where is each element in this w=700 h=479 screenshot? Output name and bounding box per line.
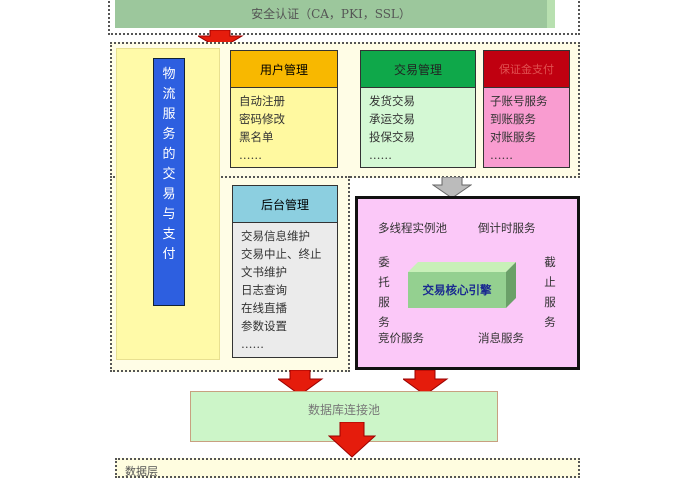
list-item: 对账服务 xyxy=(490,130,536,144)
list-item: 在线直播 xyxy=(241,301,287,315)
down-arrow-icon xyxy=(278,370,324,396)
core-engine-label: 交易核心引擎 xyxy=(422,283,492,297)
user-management-title: 用户管理 xyxy=(231,51,337,88)
backend-management-box: 后台管理 交易信息维护交易中止、终止文书维护日志查询在线直播参数设置 …… xyxy=(232,185,338,358)
list-item: …… xyxy=(241,337,264,351)
list-item: 到账服务 xyxy=(490,112,536,126)
list-item: …… xyxy=(369,148,392,162)
list-item: 交易中止、终止 xyxy=(241,247,322,261)
list-item: 参数设置 xyxy=(241,319,287,333)
trade-management-box: 交易管理 发货交易承运交易投保交易 …… xyxy=(360,50,476,168)
list-item: 交易信息维护 xyxy=(241,229,310,243)
logistics-label: 物流服务的交易与支付 xyxy=(162,67,176,262)
backend-management-title: 后台管理 xyxy=(233,186,337,223)
logistics-bar: 物流服务的交易与支付 xyxy=(153,58,185,306)
user-management-box: 用户管理 自动注册密码修改黑名单 …… xyxy=(230,50,338,168)
list-item: 自动注册 xyxy=(239,94,285,108)
bidding-service-label: 竞价服务 xyxy=(378,331,424,345)
db-pool-label: 数据库连接池 xyxy=(307,403,380,417)
entrust-service-label: 委托服务 xyxy=(378,255,390,329)
down-arrow-icon xyxy=(403,370,449,396)
security-container xyxy=(108,0,580,35)
security-label: 安全认证（CA，PKI，SSL） xyxy=(251,6,411,21)
countdown-service-label: 倒计时服务 xyxy=(478,221,536,235)
deadline-service-label: 截止服务 xyxy=(544,255,556,329)
data-layer-container: 数据层 xyxy=(115,458,580,478)
list-item: 日志查询 xyxy=(241,283,287,297)
list-item: 文书维护 xyxy=(241,265,287,279)
deposit-payment-title: 保证金支付 xyxy=(484,51,569,88)
list-item: 密码修改 xyxy=(239,112,285,126)
list-item: 黑名单 xyxy=(239,130,274,144)
list-item: 投保交易 xyxy=(369,130,415,144)
down-arrow-icon xyxy=(328,422,376,458)
data-layer-label: 数据层 xyxy=(125,465,158,478)
list-item: …… xyxy=(239,148,262,162)
deposit-payment-box: 保证金支付 子账号服务到账服务对账服务 …… xyxy=(483,50,570,168)
core-engine-block xyxy=(408,262,516,308)
gray-down-arrow-icon xyxy=(432,177,472,199)
thread-pool-label: 多线程实例池 xyxy=(378,221,447,235)
message-service-label: 消息服务 xyxy=(478,331,524,345)
list-item: 承运交易 xyxy=(369,112,415,126)
list-item: 子账号服务 xyxy=(490,94,548,108)
list-item: 发货交易 xyxy=(369,94,415,108)
trade-management-title: 交易管理 xyxy=(361,51,475,88)
list-item: …… xyxy=(490,148,513,162)
security-layer: 安全认证（CA，PKI，SSL） xyxy=(115,0,555,28)
